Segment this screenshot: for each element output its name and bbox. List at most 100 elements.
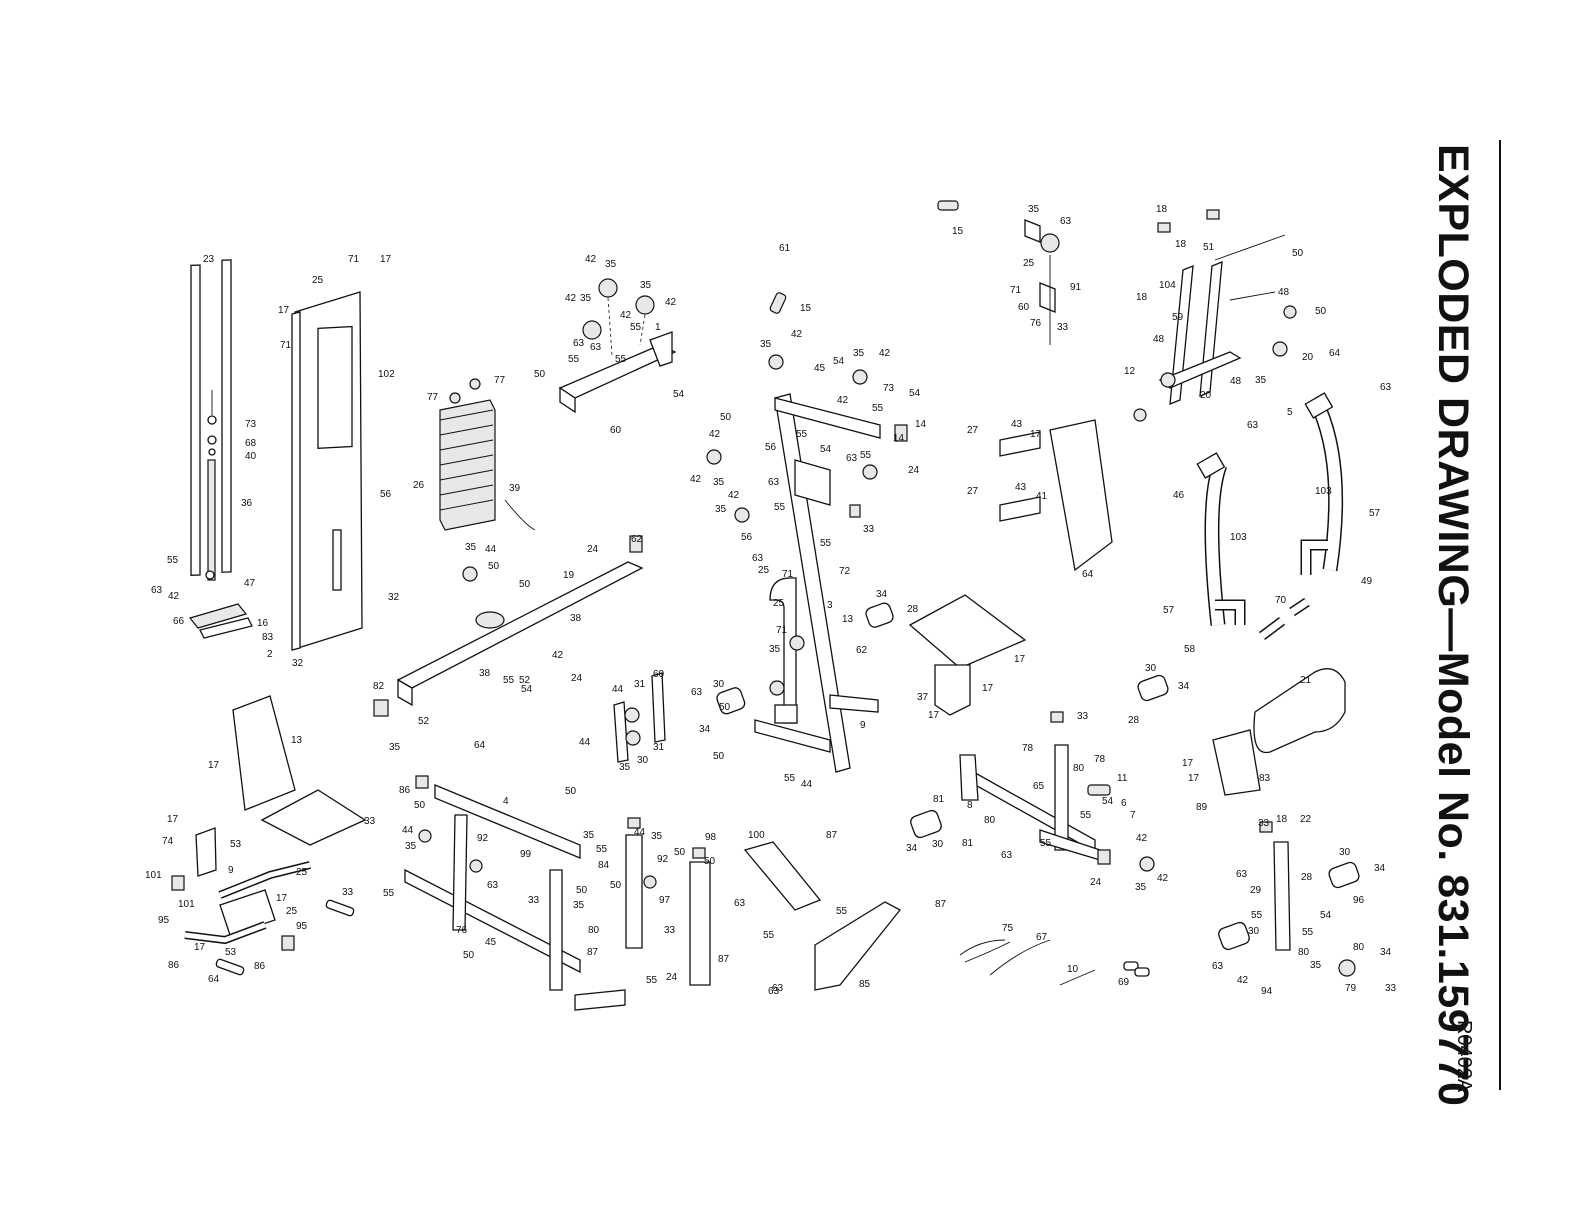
callout-78: 78	[1022, 743, 1034, 754]
callout-50: 50	[519, 579, 531, 590]
callout-4: 4	[503, 796, 509, 807]
callout-63: 63	[1212, 961, 1224, 972]
callout-103: 103	[1230, 532, 1247, 543]
callout-42: 42	[1136, 833, 1148, 844]
callout-35: 35	[465, 542, 477, 553]
callout-42: 42	[690, 474, 702, 485]
callout-50: 50	[576, 885, 588, 896]
callout-33: 33	[342, 887, 354, 898]
callout-96: 96	[1353, 895, 1365, 906]
callout-17: 17	[380, 254, 392, 265]
callout-50: 50	[720, 412, 732, 423]
press-arm-assembly	[171, 827, 355, 976]
callout-18: 18	[1175, 239, 1187, 250]
callout-55: 55	[784, 773, 796, 784]
callout-28: 28	[1128, 715, 1140, 726]
callout-55: 55	[596, 844, 608, 855]
callout-103: 103	[1315, 486, 1332, 497]
callout-35: 35	[405, 841, 417, 852]
callout-35: 35	[1255, 375, 1267, 386]
callout-42: 42	[728, 490, 740, 501]
callout-33: 33	[1385, 983, 1397, 994]
callout-9: 9	[228, 865, 234, 876]
callout-30: 30	[1145, 663, 1157, 674]
callout-35: 35	[389, 742, 401, 753]
callout-50: 50	[414, 800, 426, 811]
callout-62: 62	[631, 534, 643, 545]
callout-77: 77	[427, 392, 439, 403]
callout-30: 30	[713, 679, 725, 690]
callout-16: 16	[257, 618, 269, 629]
callout-36: 36	[241, 498, 253, 509]
callout-1: 1	[655, 322, 661, 333]
callout-44: 44	[801, 779, 813, 790]
callout-87: 87	[826, 830, 838, 841]
callout-35: 35	[1135, 882, 1147, 893]
callout-76: 76	[1030, 318, 1042, 329]
callout-42: 42	[1157, 873, 1169, 884]
callout-63: 63	[1236, 869, 1248, 880]
callout-55: 55	[1080, 810, 1092, 821]
callout-33: 33	[664, 925, 676, 936]
callout-50: 50	[674, 847, 686, 858]
callout-47: 47	[244, 578, 256, 589]
callout-49: 49	[1361, 576, 1373, 587]
callout-17: 17	[208, 760, 220, 771]
callout-42: 42	[791, 329, 803, 340]
callout-87: 87	[718, 954, 730, 965]
callout-55: 55	[860, 450, 872, 461]
callout-63: 63	[590, 342, 602, 353]
callout-54: 54	[1320, 910, 1332, 921]
callout-43: 43	[1011, 419, 1023, 430]
callout-38: 38	[479, 668, 491, 679]
lower-pads-left	[232, 695, 367, 846]
callout-34: 34	[1374, 863, 1386, 874]
callout-5: 5	[1287, 407, 1293, 418]
callout-52: 52	[418, 716, 430, 727]
pulley-bracket-right	[1024, 219, 1060, 345]
callout-50: 50	[719, 702, 731, 713]
callout-50: 50	[1315, 306, 1327, 317]
upright-posts	[625, 817, 711, 986]
callout-10: 10	[1067, 964, 1079, 975]
callout-71: 71	[782, 569, 794, 580]
callout-64: 64	[208, 974, 220, 985]
drawing-code: R0402A	[1453, 1020, 1475, 1093]
callout-81: 81	[933, 794, 945, 805]
callout-29: 29	[1250, 885, 1262, 896]
callout-92: 92	[657, 854, 669, 865]
callout-43: 43	[1015, 482, 1027, 493]
callout-55: 55	[1302, 927, 1314, 938]
callout-42: 42	[565, 293, 577, 304]
callout-35: 35	[580, 293, 592, 304]
callout-55: 55	[796, 429, 808, 440]
callout-20: 20	[1200, 390, 1212, 401]
callout-83: 83	[1259, 773, 1271, 784]
callout-45: 45	[814, 363, 826, 374]
callout-65: 65	[1033, 781, 1045, 792]
callout-50: 50	[534, 369, 546, 380]
callout-54: 54	[673, 389, 685, 400]
callout-13: 13	[291, 735, 303, 746]
callout-17: 17	[1014, 654, 1026, 665]
callout-73: 73	[883, 383, 895, 394]
callout-15: 15	[952, 226, 964, 237]
callout-101: 101	[178, 899, 195, 910]
callout-80: 80	[1298, 947, 1310, 958]
side-shrouds	[743, 841, 901, 991]
callout-30: 30	[1248, 926, 1260, 937]
callout-98: 98	[705, 832, 717, 843]
callout-62: 62	[856, 645, 868, 656]
callout-25: 25	[1023, 258, 1035, 269]
callout-35: 35	[619, 762, 631, 773]
callout-8: 8	[967, 800, 973, 811]
callout-84: 84	[598, 860, 610, 871]
callout-86: 86	[399, 785, 411, 796]
callout-17: 17	[1188, 773, 1200, 784]
foam-rollers	[716, 602, 1360, 951]
callout-24: 24	[1090, 877, 1102, 888]
callout-55: 55	[1040, 838, 1052, 849]
callout-20: 20	[1302, 352, 1314, 363]
callout-35: 35	[651, 831, 663, 842]
